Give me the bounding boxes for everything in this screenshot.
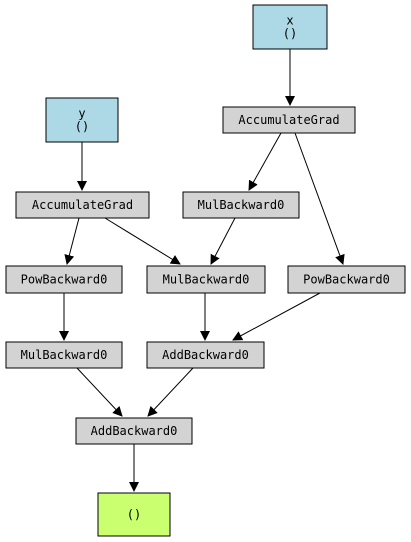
edge-acc_y-to-mul_mid xyxy=(104,217,181,265)
edge-acc_x-to-pow_right xyxy=(294,132,345,265)
node-acc_y: AccumulateGrad xyxy=(15,191,150,219)
node-add_mid: AddBackward0 xyxy=(146,341,265,369)
node-x: x() xyxy=(252,4,328,50)
node-label-add_mid-0: AddBackward0 xyxy=(162,348,249,362)
node-box-pow_left xyxy=(5,265,123,294)
node-mul_left: MulBackward0 xyxy=(5,341,123,369)
node-label-pow_right-0: PowBackward0 xyxy=(303,273,390,287)
node-mul_top: MulBackward0 xyxy=(182,191,300,219)
node-acc_x: AccumulateGrad xyxy=(222,106,356,134)
node-mul_mid: MulBackward0 xyxy=(146,265,266,294)
node-label-x-1: () xyxy=(283,27,297,41)
edge-acc_y-to-pow_left xyxy=(64,217,80,265)
node-label-acc_y-0: AccumulateGrad xyxy=(32,198,133,212)
node-label-mul_left-0: MulBackward0 xyxy=(21,348,108,362)
node-label-mul_top-0: MulBackward0 xyxy=(198,198,285,212)
node-box-add_mid xyxy=(146,341,265,369)
node-pow_right: PowBackward0 xyxy=(287,265,406,294)
node-box-pow_right xyxy=(287,265,406,294)
node-box-add_final xyxy=(75,417,193,445)
node-box-mul_mid xyxy=(146,265,266,294)
node-box-y xyxy=(45,97,119,143)
node-box-mul_left xyxy=(5,341,123,369)
node-label-acc_x-0: AccumulateGrad xyxy=(238,113,339,127)
node-y: y() xyxy=(45,97,119,143)
edge-pow_right-to-add_mid xyxy=(232,292,321,341)
node-box-x xyxy=(252,4,328,50)
node-label-out-0: () xyxy=(127,508,141,522)
edges xyxy=(59,49,345,492)
node-label-mul_mid-0: MulBackward0 xyxy=(163,273,250,287)
edge-acc_x-to-mul_top xyxy=(248,132,282,191)
node-out: () xyxy=(97,492,171,537)
node-box-acc_y xyxy=(15,191,150,219)
node-box-acc_x xyxy=(222,106,356,134)
node-label-y-1: () xyxy=(75,120,89,134)
node-label-add_final-0: AddBackward0 xyxy=(91,424,178,438)
node-box-mul_top xyxy=(182,191,300,219)
node-label-pow_left-0: PowBackward0 xyxy=(21,273,108,287)
node-label-y-0: y xyxy=(78,107,85,121)
edge-add_mid-to-add_final xyxy=(147,367,194,417)
node-pow_left: PowBackward0 xyxy=(5,265,123,294)
edge-mul_top-to-mul_mid xyxy=(210,217,236,265)
node-add_final: AddBackward0 xyxy=(75,417,193,445)
node-label-x-0: x xyxy=(286,14,293,28)
edge-mul_left-to-add_final xyxy=(76,367,123,417)
node-box-out xyxy=(97,492,171,537)
